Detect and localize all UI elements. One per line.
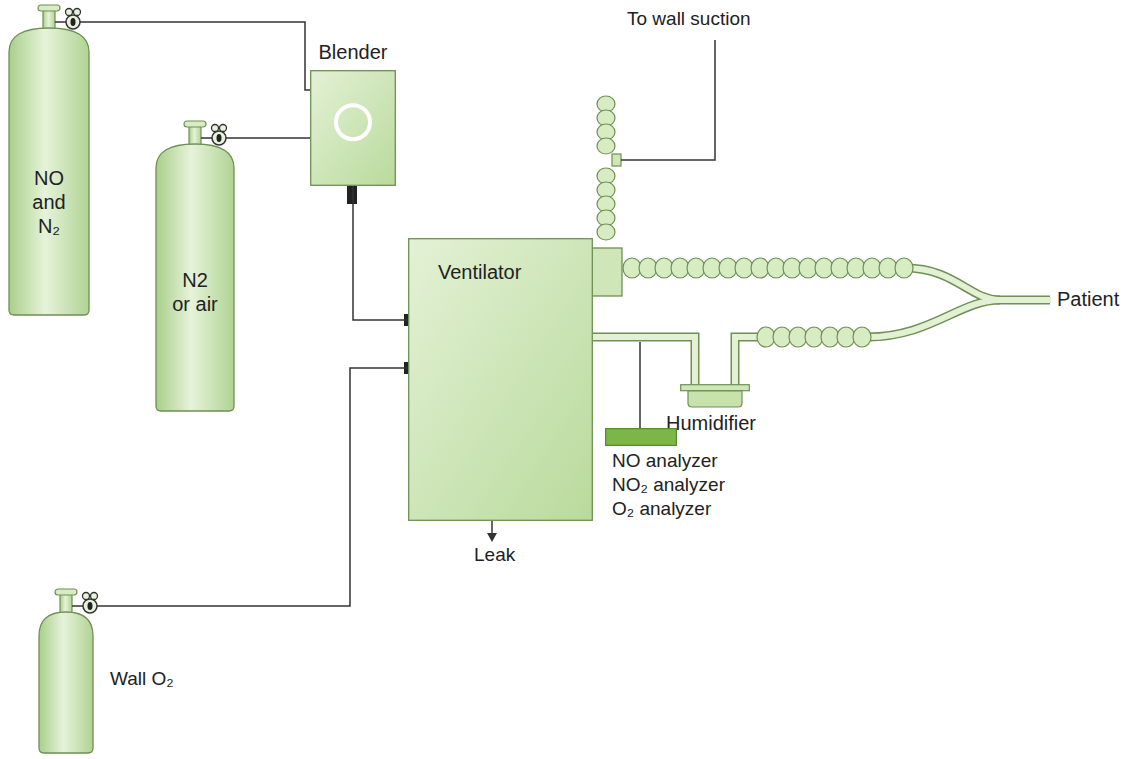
blender-outlet [347, 186, 357, 204]
gas-cylinder [8, 4, 120, 316]
tube-ring [703, 258, 721, 278]
humidifier-chamber [680, 384, 750, 408]
tube-ring [821, 327, 839, 347]
tube-ring [831, 258, 849, 278]
tube-ring [719, 258, 737, 278]
corrugated-tube [597, 96, 913, 347]
leak-label: Leak [474, 544, 515, 566]
node-label: N2 or air [171, 268, 219, 316]
gas-line [265, 138, 310, 139]
leak-arrow-head [487, 533, 497, 542]
suction-line [621, 40, 715, 160]
tube-ring [623, 258, 641, 278]
node-label: NO₂ analyzer [612, 474, 782, 497]
expiratory-port [592, 248, 622, 296]
analyzer-bar [605, 428, 677, 446]
tube-ring [639, 258, 657, 278]
tube-ring [863, 258, 881, 278]
tube-ring [671, 258, 689, 278]
gas-cylinder: NO and N₂ [8, 4, 120, 316]
tube-outline [593, 337, 695, 384]
node-label: O₂ analyzer [612, 498, 782, 521]
gas-cylinder [38, 588, 120, 754]
tube-fill [735, 268, 1051, 387]
tube-ring [847, 258, 865, 278]
gas-analyzer: NO analyzerNO₂ analyzerO₂ analyzer [605, 428, 677, 446]
tube-ring [751, 258, 769, 278]
gas-line-path [353, 186, 408, 320]
tube-ring [757, 327, 775, 347]
tube-ring [597, 138, 615, 154]
suction-port [612, 154, 621, 166]
tube-ring [597, 224, 615, 240]
equipment-box [310, 70, 396, 186]
tube-ring [655, 258, 673, 278]
sample-line [639, 342, 641, 428]
tube-fill [593, 337, 695, 384]
ventilator-box: Ventilator [408, 238, 593, 521]
oxygen-cylinder: Wall O₂ [38, 588, 120, 754]
node-label: Ventilator [438, 260, 568, 284]
tube-ring [687, 258, 705, 278]
patient-tube [868, 300, 1000, 337]
gas-cylinder [155, 120, 265, 412]
humidifier: Humidifier [680, 384, 750, 408]
blender-box: Blender [310, 70, 396, 186]
gas-line-path [265, 137, 310, 139]
humidifier-riser [735, 337, 762, 386]
patient-tube [905, 268, 1050, 300]
gas-line [120, 22, 310, 90]
tube-ring [837, 327, 855, 347]
tube-outline [735, 268, 1050, 386]
patient-tube [905, 268, 1051, 300]
tube-ring [799, 258, 817, 278]
patient-label: Patient [1057, 288, 1119, 311]
tube-ring [783, 258, 801, 278]
tube-ring [815, 258, 833, 278]
tube-ring [735, 258, 753, 278]
node-label: Humidifier [666, 411, 786, 435]
node-label: NO and N₂ [25, 166, 73, 238]
leak-arrow [491, 521, 493, 534]
breathing-tube [593, 337, 695, 384]
tube-ring [767, 258, 785, 278]
gas-cylinder: N2 or air [155, 120, 265, 412]
suction-label: To wall suction [627, 8, 751, 30]
tube-ring [805, 327, 823, 347]
tube-ring [879, 258, 897, 278]
tube-ring [789, 327, 807, 347]
gas-line-path [120, 22, 310, 90]
node-label: NO analyzer [612, 450, 782, 473]
gas-line [353, 186, 408, 320]
humidifier-riser [735, 337, 763, 387]
tube-ring [773, 327, 791, 347]
tube-ring [895, 258, 913, 278]
patient-tube [868, 300, 1000, 337]
node-label: Blender [300, 40, 406, 64]
tube-ring [853, 327, 871, 347]
node-label: Wall O₂ [110, 668, 220, 691]
